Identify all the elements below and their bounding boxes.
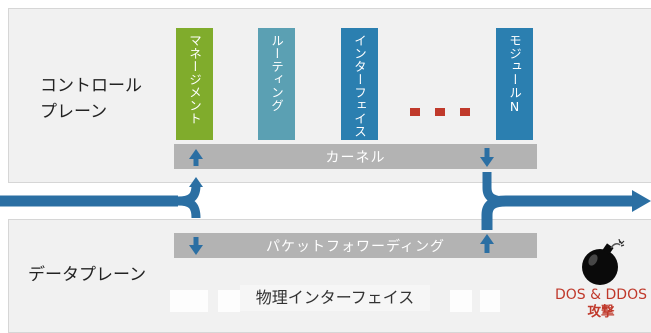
port-block [450, 290, 472, 312]
attack-label-line1: DOS & DDOS [555, 287, 647, 303]
data-plane-label: データプレーン [28, 265, 147, 285]
control-plane-label: コントロール プレーン [40, 73, 180, 125]
down-arrowhead-fwd [189, 245, 203, 255]
up-arrowhead-left-fork [189, 177, 203, 187]
ellipsis-dot [435, 108, 445, 116]
kernel-bar: カーネル [174, 144, 537, 169]
traffic-merge [482, 172, 507, 206]
up-arrowhead-fwd-right [480, 234, 494, 244]
module-n: モジュールN [496, 28, 533, 140]
module-interface: インターフェイス [341, 28, 378, 140]
ellipsis-dot [410, 108, 420, 116]
bomb-icon [578, 238, 628, 287]
port-block [170, 290, 208, 312]
physical-interface-label: 物理インターフェイス [240, 285, 430, 311]
port-block [218, 290, 240, 312]
more-modules-ellipsis [410, 108, 470, 122]
ellipsis-dot [460, 108, 470, 116]
attack-label-line2: 攻撃 [587, 304, 615, 320]
traffic-line-right [481, 195, 636, 230]
flow-arrowhead-right [632, 190, 651, 212]
module-management: マネージメント [176, 28, 213, 140]
module-routing: ルーティング [258, 28, 295, 140]
port-block [480, 290, 500, 312]
traffic-branch-down [177, 196, 201, 219]
attack-label: DOS & DDOS 攻撃 [546, 287, 651, 321]
physical-interface-row [170, 282, 500, 322]
control-plane-label-line2: プレーン [40, 102, 108, 122]
up-arrowhead-kernel [189, 149, 203, 159]
down-arrowhead-kernel-right [480, 157, 494, 167]
control-plane-label-line1: コントロール [40, 76, 142, 96]
packet-forwarding-bar: パケットフォワーディング [174, 233, 537, 258]
